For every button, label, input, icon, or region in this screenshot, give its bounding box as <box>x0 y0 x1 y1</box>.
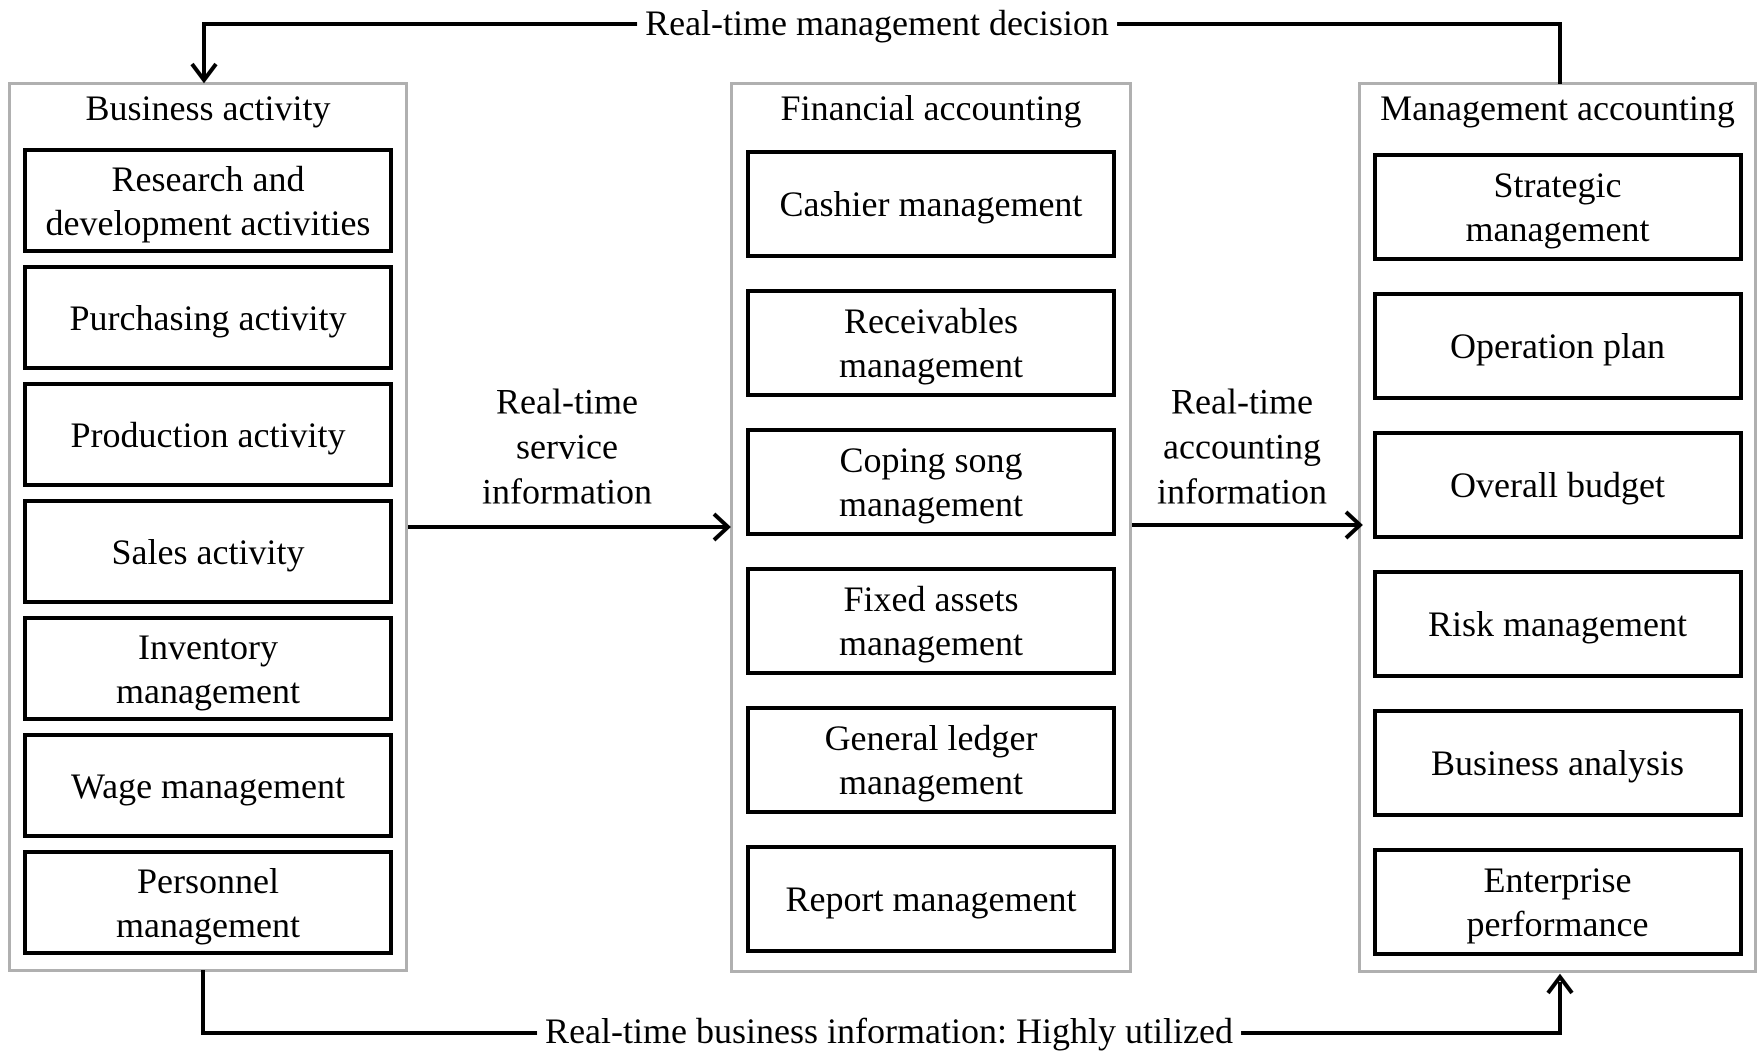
right-arrowhead-service-icon <box>712 512 731 542</box>
box-research-and-development-activities: Research and development activities <box>23 148 393 253</box>
box-risk-management: Risk management <box>1372 570 1743 678</box>
box-receivables-management: Receivables management <box>746 289 1116 397</box>
box-personnel-management: Personnel management <box>23 850 393 955</box>
box-general-ledger-management: General ledger management <box>746 706 1116 814</box>
business-activity-title: Business activity <box>85 88 331 128</box>
box-enterprise-performance: Enterprise performance <box>1372 848 1743 956</box>
down-arrowhead-icon <box>190 62 218 84</box>
box-fixed-assets-management: Fixed assets management <box>746 567 1116 675</box>
management-accounting-panel: Management accounting Strategic manageme… <box>1358 82 1757 973</box>
box-strategic-management: Strategic management <box>1372 153 1743 261</box>
financial-accounting-title: Financial accounting <box>780 88 1082 128</box>
box-inventory-management: Inventory management <box>23 616 393 721</box>
up-arrowhead-icon <box>1546 973 1574 995</box>
management-accounting-title: Management accounting <box>1380 88 1735 128</box>
box-sales-activity: Sales activity <box>23 499 393 604</box>
box-business-analysis: Business analysis <box>1372 709 1743 817</box>
box-operation-plan: Operation plan <box>1372 292 1743 400</box>
box-wage-management: Wage management <box>23 733 393 838</box>
box-purchasing-activity: Purchasing activity <box>23 265 393 370</box>
box-report-management: Report management <box>746 845 1116 953</box>
top-connector-label: Real-time management decision <box>637 2 1117 44</box>
bottom-connector-label: Real-time business information: Highly u… <box>537 1010 1241 1052</box>
box-coping-song-management: Coping song management <box>746 428 1116 536</box>
service-arrow-label: Real-time service information <box>482 381 652 512</box>
business-activity-panel: Business activity Research and developme… <box>8 82 408 972</box>
box-production-activity: Production activity <box>23 382 393 487</box>
box-overall-budget: Overall budget <box>1372 431 1743 539</box>
accounting-arrow-label: Real-time accounting information <box>1157 381 1327 512</box>
box-cashier-management: Cashier management <box>746 150 1116 258</box>
